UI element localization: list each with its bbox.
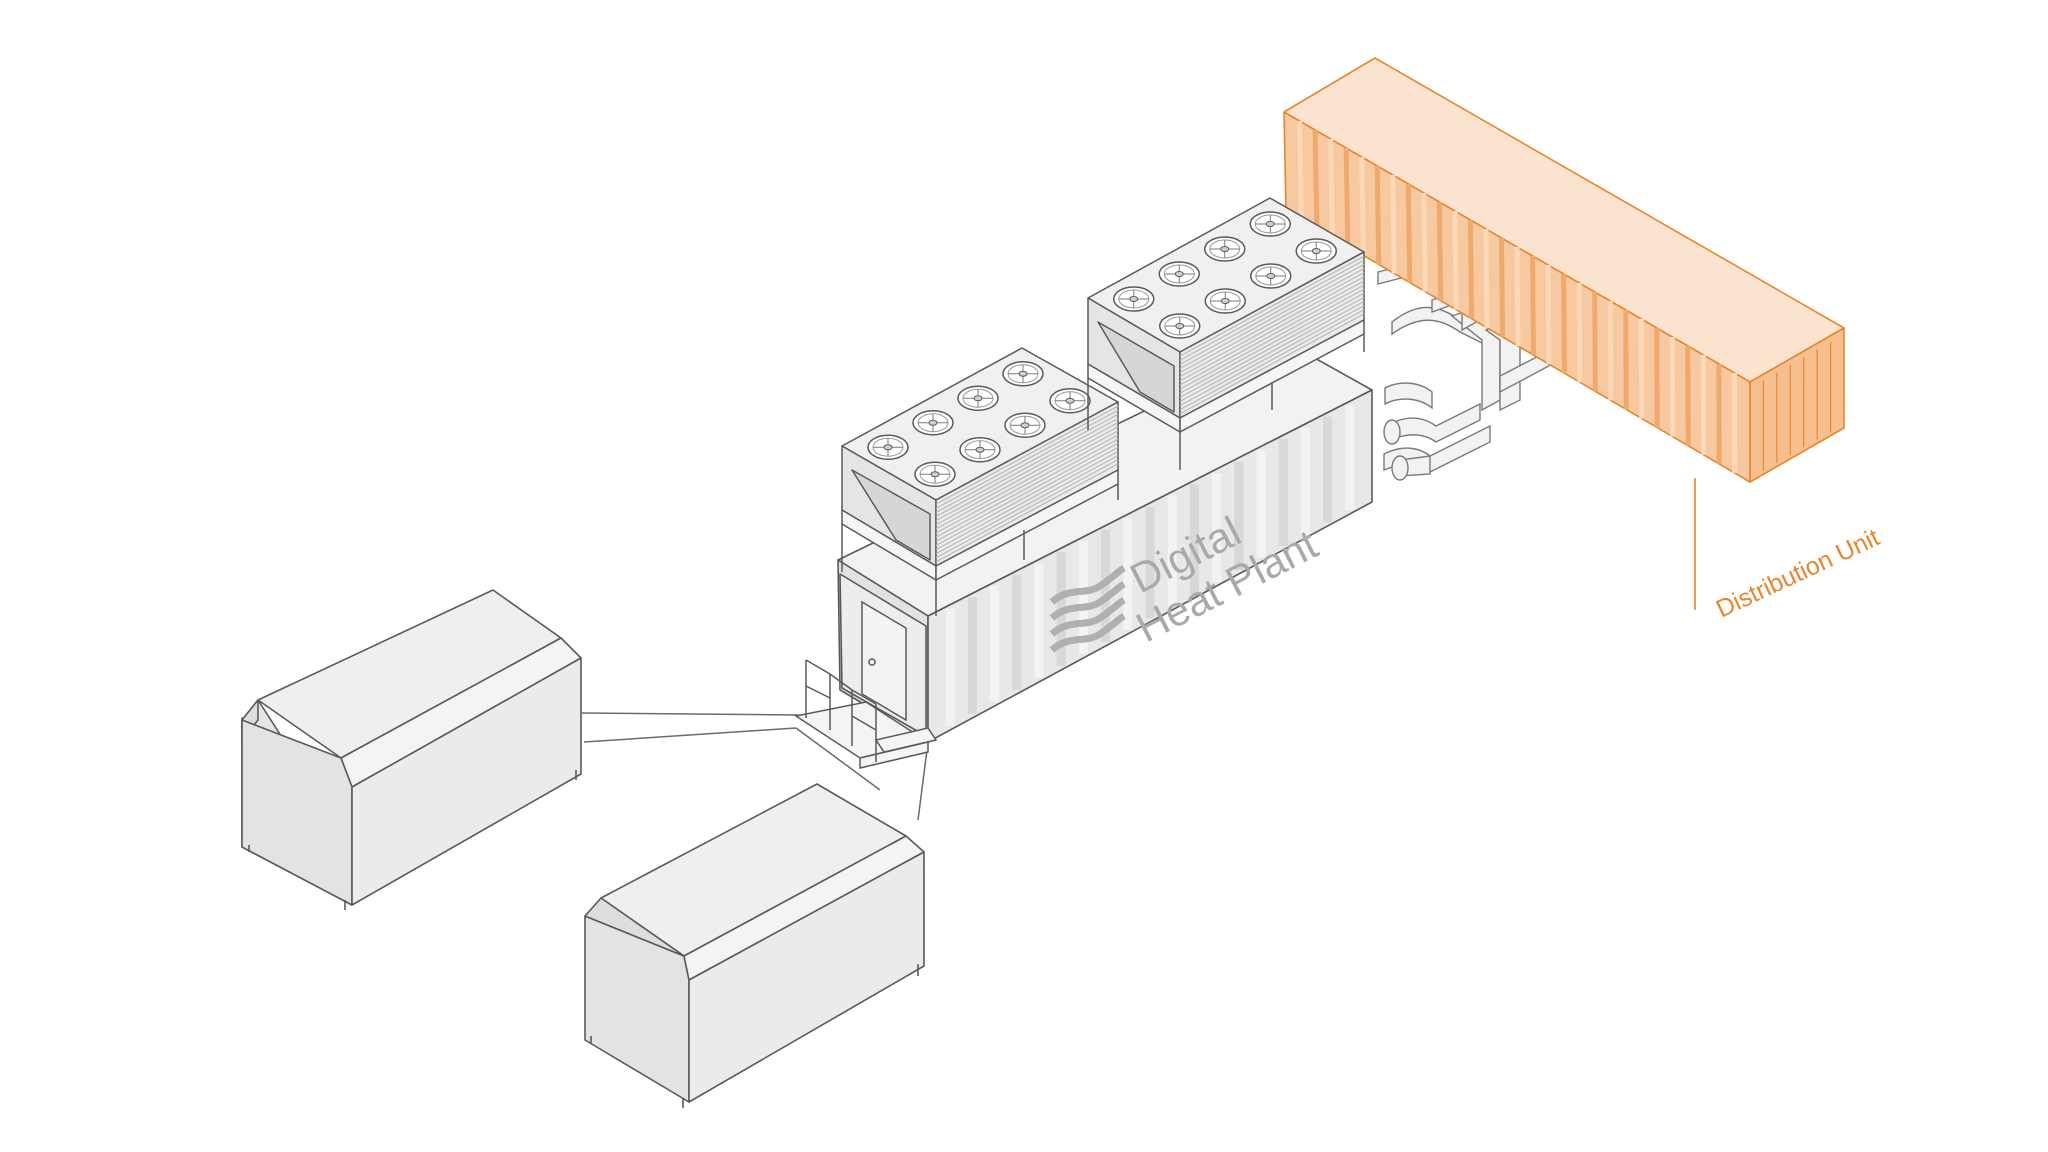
slat [935, 434, 1119, 534]
fan-icon [1113, 286, 1155, 312]
fan-hub [1265, 221, 1275, 227]
fan-hub [930, 471, 940, 478]
slat [1179, 255, 1365, 357]
rib [1530, 255, 1536, 356]
slat [1179, 296, 1365, 398]
slat [935, 413, 1119, 513]
fan-icon [1249, 211, 1291, 237]
fan-icon [957, 385, 999, 411]
slat [1179, 284, 1365, 386]
fan-hub [975, 446, 985, 453]
slat [935, 422, 1119, 522]
fan-hub [1174, 271, 1184, 277]
rib [1576, 282, 1583, 383]
fan-icon [959, 437, 1001, 463]
fan-icon [1004, 412, 1046, 438]
fan-icon [914, 461, 956, 487]
slat [935, 426, 1119, 526]
rib [1452, 210, 1459, 310]
distribution-unit-ribs [1297, 120, 1832, 473]
rib [1421, 192, 1428, 292]
chiller-left-fans [867, 361, 1091, 487]
slat [1179, 288, 1365, 390]
fan-icon [1158, 261, 1200, 287]
slat [935, 455, 1119, 555]
fan-icon [867, 434, 909, 460]
fan-hub [973, 395, 983, 402]
slat [1179, 259, 1365, 361]
rib [1359, 156, 1366, 256]
slat [935, 430, 1119, 530]
rib [1561, 273, 1567, 374]
rib [1514, 246, 1521, 347]
fan-hub [928, 419, 938, 426]
slat [1179, 309, 1365, 411]
fan-hub [1129, 296, 1139, 302]
fan-hub [1020, 422, 1030, 429]
rib [1498, 237, 1506, 337]
slat [935, 438, 1119, 538]
rib [1343, 147, 1351, 247]
rib [1545, 264, 1552, 365]
fan-icon [1002, 361, 1044, 387]
rib [1297, 120, 1304, 220]
fan-hub [1018, 370, 1028, 377]
rib [1328, 138, 1335, 238]
fan-hub [1311, 248, 1321, 254]
slat [1179, 280, 1365, 382]
plant-door [861, 600, 907, 722]
rib [1483, 228, 1490, 328]
fan-icon [1159, 313, 1201, 339]
shed-front [584, 783, 925, 1108]
slat [1179, 305, 1365, 407]
fan-hub [1175, 323, 1185, 329]
slat [1179, 267, 1365, 370]
slat [935, 446, 1119, 546]
fan-hub [1220, 246, 1230, 252]
fan-icon [1049, 388, 1091, 414]
fan-icon [912, 410, 954, 436]
fan-hub [1065, 397, 1075, 404]
fan-hub [883, 444, 893, 451]
rib [1405, 183, 1413, 283]
rib [1467, 219, 1475, 319]
rib [1436, 201, 1444, 301]
fan-icon [1295, 238, 1337, 264]
rib [1390, 174, 1397, 274]
fan-icon [1250, 263, 1292, 289]
fan-hub [1266, 273, 1276, 279]
slat [1179, 276, 1365, 378]
chiller-right-fans [1113, 211, 1337, 339]
slat [1179, 313, 1365, 415]
rib [1312, 129, 1320, 229]
rib [1374, 165, 1382, 265]
chiller-left-slats [935, 405, 1119, 563]
slat [935, 442, 1119, 542]
slat [935, 450, 1119, 551]
fan-icon [1204, 288, 1246, 314]
slat [1179, 300, 1365, 403]
fan-hub [1220, 298, 1230, 304]
rib [1623, 309, 1629, 410]
slat [935, 417, 1119, 518]
shed-left [241, 589, 582, 910]
brand-wave-logo [1049, 564, 1126, 653]
slat [935, 463, 1119, 563]
rib [1607, 300, 1614, 401]
rib [1592, 291, 1598, 392]
slat [935, 459, 1119, 559]
slat [1179, 272, 1365, 374]
slat [1179, 263, 1365, 365]
entry-stairs [794, 659, 938, 769]
slat [1179, 292, 1365, 394]
chiller-right-slats [1179, 255, 1365, 415]
fan-icon [1204, 236, 1246, 262]
